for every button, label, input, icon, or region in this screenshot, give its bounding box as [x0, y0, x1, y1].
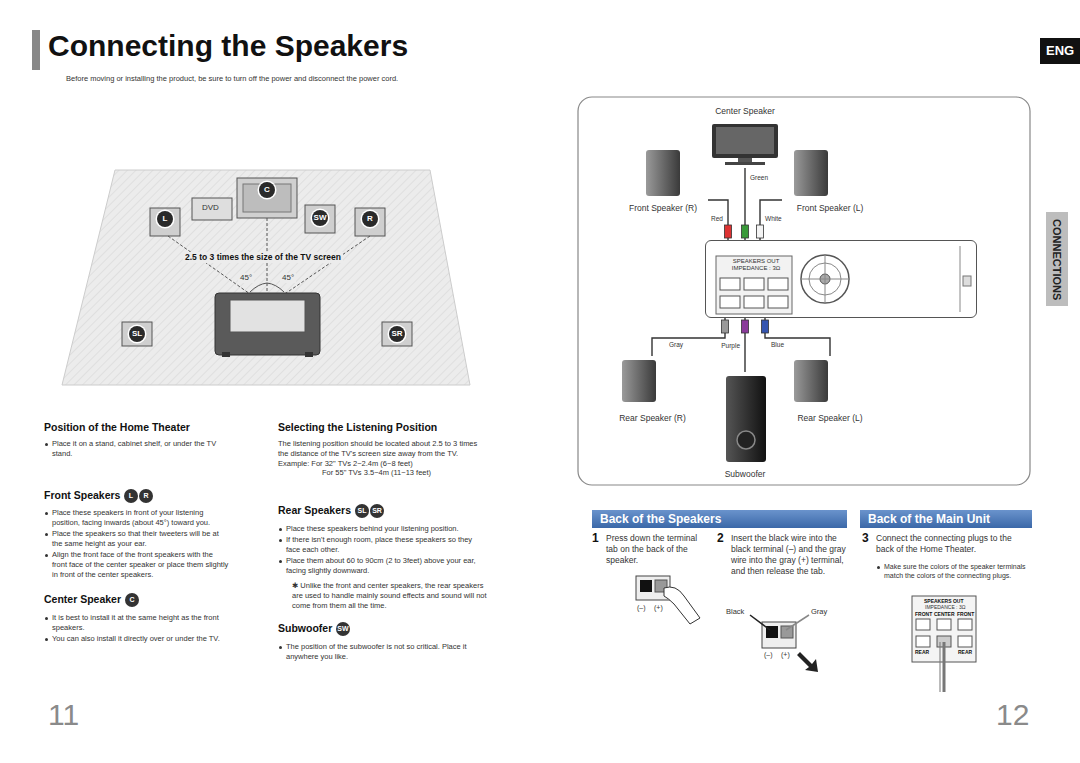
- wire-plug: [762, 320, 769, 333]
- wire-color-label: Purple: [720, 342, 741, 350]
- wire-plug: [742, 225, 749, 238]
- speaker-badge: SL: [129, 326, 145, 342]
- subwoofer: Subwoofer: [712, 372, 778, 480]
- panel-label: REAR: [915, 649, 929, 656]
- bullet-text: You can also install it directly over or…: [44, 634, 229, 644]
- speaker-wire: [765, 318, 830, 356]
- step-text: Insert the black wire into the black ter…: [731, 533, 849, 577]
- speaker-wire: [652, 318, 725, 356]
- note-text: ✱ Unlike the front and center speakers, …: [292, 581, 488, 610]
- rear-speaker: Rear Speaker (R): [600, 356, 705, 424]
- language-tab: ENG: [1046, 43, 1074, 60]
- speaker-badge: SR: [389, 326, 405, 342]
- step-number: 1: [592, 531, 599, 547]
- panel-label: FRONT: [915, 611, 932, 618]
- speaker-badge: SW: [336, 622, 350, 636]
- bullet-text: Align the front face of the front speake…: [44, 550, 229, 579]
- notice-text: Before moving or installing the product,…: [66, 74, 398, 84]
- terminal-sign: (–): [637, 603, 646, 612]
- angle-label: 45°: [280, 273, 296, 283]
- section-heading: Front Speakers: [44, 489, 120, 503]
- wire-color-label: Blue: [770, 341, 785, 349]
- rear-speaker: Rear Speaker (L): [780, 356, 880, 424]
- step-number: 3: [862, 531, 869, 547]
- bullet-text: Place these speakers in front of your li…: [44, 508, 229, 528]
- wire-plug: [742, 320, 749, 333]
- wire-label: Black: [726, 607, 744, 617]
- distance-note: 2.5 to 3 times the size of the TV screen: [183, 252, 343, 263]
- panel-label: REAR: [958, 649, 972, 656]
- bullet-text: If there isn't enough room, place these …: [278, 535, 488, 555]
- speaker-badge: SR: [370, 504, 384, 518]
- center-speaker: Center Speaker: [712, 105, 778, 168]
- panel-label: IMPEDANCE : 3Ω: [925, 604, 965, 611]
- node-label: Front Speaker (R): [629, 203, 697, 213]
- bullet-text: Place it on a stand, cabinet shelf, or u…: [44, 439, 224, 459]
- speaker-badge: SW: [312, 210, 328, 226]
- section-heading: Rear Speakers: [278, 504, 351, 518]
- node-label: Rear Speaker (L): [797, 413, 862, 423]
- body-text: For 55" TVs 3.5~4m (11~13 feet): [322, 468, 431, 478]
- wire-color-label: White: [764, 215, 783, 223]
- speaker-badge: L: [157, 211, 173, 227]
- speaker-badge: L: [124, 489, 138, 503]
- node-label: Subwoofer: [725, 469, 766, 479]
- page-title: Connecting the Speakers: [48, 28, 408, 64]
- speaker-badge: R: [362, 211, 378, 227]
- section-heading: Subwoofer: [278, 622, 332, 636]
- wire-plug: [725, 225, 732, 238]
- page-number: 12: [996, 695, 1029, 734]
- bullet-text: Place them about 60 to 90cm (2 to 3feet)…: [278, 556, 488, 576]
- panel-label: FRONT: [957, 611, 974, 618]
- section-band: Back of the Speakers: [592, 510, 847, 528]
- step-number: 2: [717, 531, 724, 547]
- page-number: 11: [48, 695, 79, 734]
- step-text: Press down the terminal tab on the back …: [606, 533, 711, 566]
- panel-label: SPEAKERS OUT: [924, 598, 963, 605]
- step-text: Connect the connecting plugs to the back…: [876, 533, 1031, 555]
- node-label: SPEAKERS OUT IMPEDANCE : 3Ω: [718, 258, 794, 272]
- wire-label: Gray: [811, 607, 827, 617]
- bullet-text: Make sure the colors of the speaker term…: [876, 562, 1028, 580]
- section-band: Back of the Main Unit: [860, 510, 1032, 528]
- terminal-sign: (–): [764, 650, 773, 659]
- node-label: Front Speaker (L): [797, 203, 864, 213]
- body-text: The listening position should be located…: [278, 439, 478, 468]
- device-label: DVD: [202, 203, 219, 213]
- node-label: Center Speaker: [715, 106, 775, 116]
- node-label: Back of the Main Unit: [868, 510, 990, 528]
- section-heading: Center Speaker: [44, 593, 121, 607]
- angle-label: 45°: [238, 273, 254, 283]
- wire-color-label: Red: [710, 215, 724, 223]
- bullet-text: Place the speakers so that their tweeter…: [44, 529, 229, 549]
- panel-label: CENTER: [934, 611, 955, 618]
- front-speaker: Front Speaker (R): [618, 148, 708, 214]
- wire-color-label: Gray: [668, 341, 684, 349]
- terminal-sign: (+): [781, 650, 790, 659]
- bullet-text: Place these speakers behind your listeni…: [278, 524, 488, 534]
- speaker-badge: SL: [355, 504, 369, 518]
- speaker-badge: C: [259, 182, 275, 198]
- section-tab: CONNECTIONS: [1050, 219, 1064, 300]
- wire-color-label: Green: [749, 174, 769, 182]
- node-label: Back of the Speakers: [600, 510, 721, 528]
- node-label: Rear Speaker (R): [619, 413, 686, 423]
- wire-plug: [757, 225, 764, 238]
- section-heading: Position of the Home Theater: [44, 421, 190, 435]
- speaker-badge: C: [125, 593, 139, 607]
- main-unit-back: SPEAKERS OUT IMPEDANCE : 3Ω: [705, 240, 977, 318]
- section-heading: Selecting the Listening Position: [278, 421, 437, 435]
- bullet-text: The position of the subwoofer is not so …: [278, 642, 483, 662]
- terminal-sign: (+): [654, 603, 663, 612]
- bullet-text: It is best to install it at the same hei…: [44, 613, 229, 633]
- front-speaker: Front Speaker (L): [782, 148, 878, 214]
- wire-plug: [722, 320, 729, 333]
- speaker-badge: R: [139, 489, 153, 503]
